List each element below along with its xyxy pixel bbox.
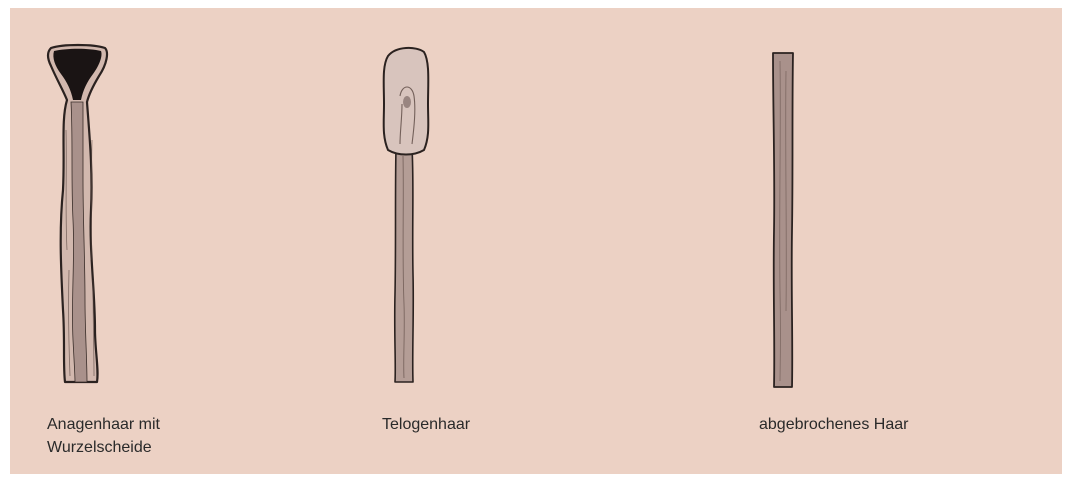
caption-anagen: Anagenhaar mit Wurzelscheide <box>47 413 160 459</box>
club-core <box>403 96 411 108</box>
figure-panel: Anagenhaar mit Wurzelscheide Telogenhaar… <box>10 8 1062 474</box>
telogen-hair-illustration <box>378 44 434 388</box>
hair-shaft <box>773 53 793 387</box>
caption-anagen-line-2: Wurzelscheide <box>47 436 160 459</box>
caption-broken-line-1: abgebrochenes Haar <box>759 413 908 436</box>
caption-anagen-line-1: Anagenhaar mit <box>47 413 160 436</box>
broken-hair-illustration <box>768 51 798 391</box>
anagen-hair-illustration <box>43 40 113 388</box>
caption-telogen-line-1: Telogenhaar <box>382 413 470 436</box>
caption-broken: abgebrochenes Haar <box>759 413 908 436</box>
caption-telogen: Telogenhaar <box>382 413 470 436</box>
